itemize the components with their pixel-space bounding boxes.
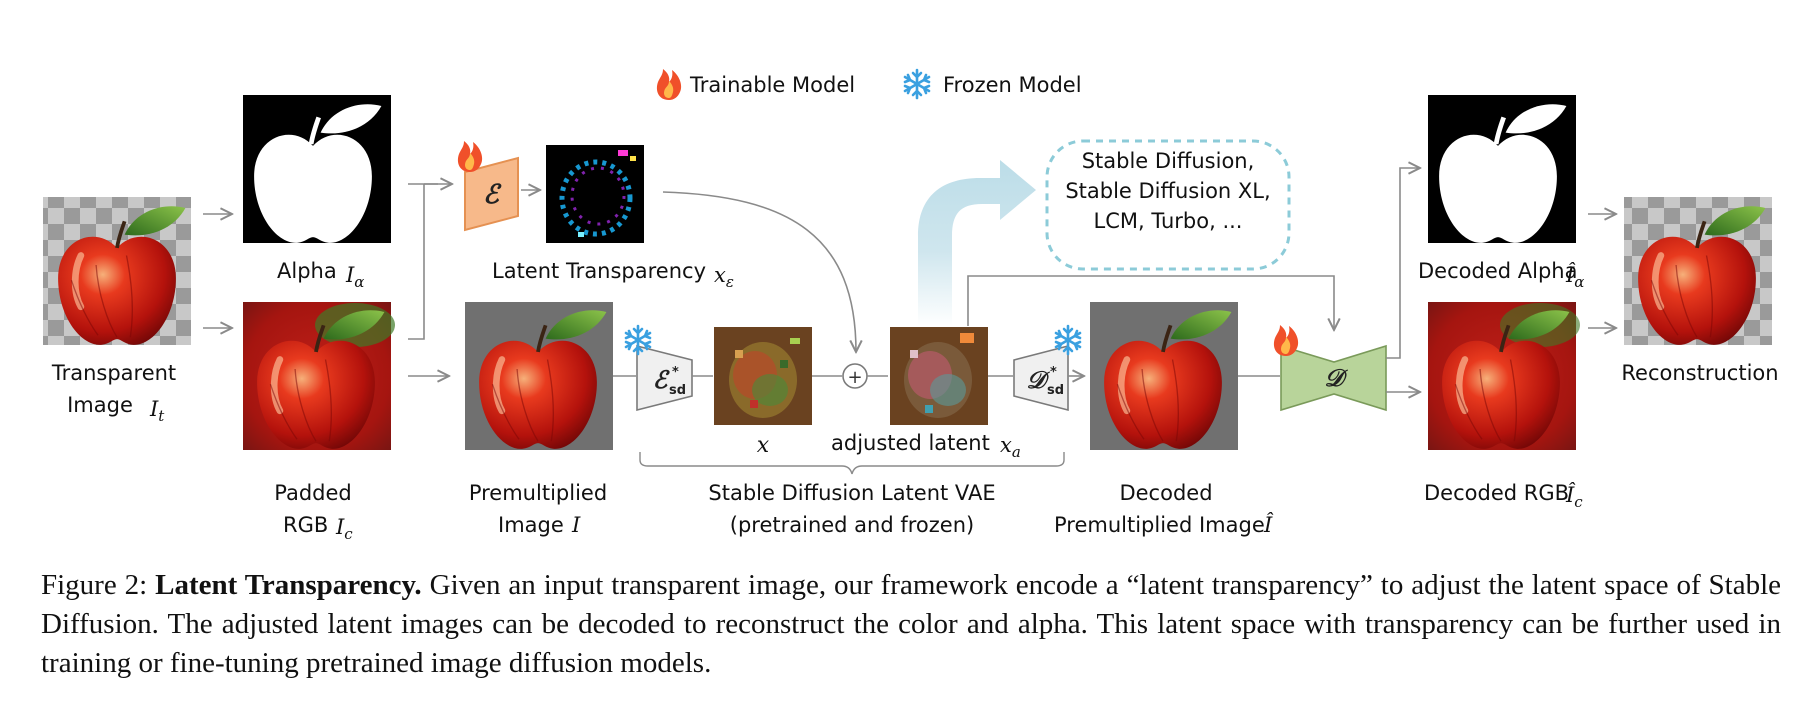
- decoded-premult-label-1: Decoded: [1119, 481, 1212, 505]
- vae-brace: [639, 452, 1065, 475]
- padded-label-1: Padded: [274, 481, 352, 505]
- transparent-image-symbol: It: [149, 397, 165, 425]
- sd-decoder-snowflake-icon: [1054, 324, 1082, 356]
- sd-decoder-star: *: [1050, 365, 1057, 380]
- sd-encoder-snowflake-icon: [624, 324, 652, 356]
- adjusted-latent-image: [890, 327, 988, 425]
- sd-decoder: 𝒟 * sd: [1013, 324, 1082, 412]
- models-line-1: Stable Diffusion,: [1082, 149, 1255, 173]
- plus-node: +: [842, 363, 868, 389]
- padded-symbol: Ic: [335, 515, 353, 543]
- decoded-rgb-symbol: Îc: [1565, 483, 1583, 511]
- padded-label-2: RGB: [283, 513, 328, 537]
- encoder-symbol: ℰ: [483, 180, 502, 210]
- adjusted-latent-symbol: xa: [1000, 433, 1021, 461]
- alpha-symbol: Iα: [345, 263, 364, 291]
- transparency-decoder: 𝒟: [1273, 325, 1387, 412]
- premult-symbol: I: [571, 513, 581, 537]
- connector-padded: [408, 184, 425, 340]
- latent-transparency-symbol: xε: [714, 263, 734, 291]
- models-line-3: LCM, Turbo, ...: [1094, 209, 1243, 233]
- legend-frozen-label: Frozen Model: [943, 73, 1082, 97]
- vae-label-1: Stable Diffusion Latent VAE: [708, 481, 995, 505]
- legend-trainable-label: Trainable Model: [689, 73, 855, 97]
- decoded-premult-symbol: Î: [1263, 513, 1274, 537]
- decoded-alpha-label: Decoded Alpha: [1418, 259, 1577, 283]
- diffusion-models-box: Stable Diffusion, Stable Diffusion XL, L…: [1045, 139, 1291, 271]
- big-upward-arrow: [918, 160, 1036, 326]
- caption-text: Given an input transparent image, our fr…: [41, 569, 1782, 679]
- padded-rgb-image: [243, 302, 395, 450]
- premult-label-1: Premultiplied: [469, 481, 607, 505]
- adjusted-latent-label: adjusted latent: [831, 431, 990, 455]
- transparent-image: [43, 197, 191, 345]
- decoded-premult-label-2: Premultiplied Image: [1054, 513, 1265, 537]
- figure-caption: Figure 2: Latent Transparency. Given an …: [41, 566, 1781, 683]
- decoded-premultiplied-image: [1090, 302, 1238, 450]
- latent-x-image: [714, 327, 812, 425]
- arrow-adjusted-to-decoder: [967, 275, 1334, 330]
- alpha-label: Alpha: [277, 259, 337, 283]
- arrow-latent-to-plus: [662, 191, 856, 352]
- latent-transparency-label: Latent Transparency: [492, 259, 706, 283]
- premult-label-2: Image: [498, 513, 564, 537]
- plus-symbol: +: [847, 367, 862, 388]
- frozen-snowflake-icon: [903, 68, 931, 100]
- trainable-flame-icon: [656, 69, 682, 100]
- vae-label-2: (pretrained and frozen): [730, 513, 974, 537]
- reconstruction-image: [1624, 197, 1772, 345]
- x-label: x: [757, 433, 770, 458]
- sd-decoder-subscript: sd: [1047, 383, 1064, 398]
- sd-encoder-subscript: sd: [669, 383, 686, 398]
- transparency-encoder: ℰ: [457, 141, 519, 232]
- transparent-image-label-1: Transparent: [51, 361, 176, 385]
- legend: Trainable Model Frozen Model: [656, 68, 1082, 100]
- sd-encoder-symbol: ℰ: [653, 365, 671, 394]
- encoder-flame-icon: [457, 141, 483, 172]
- premultiplied-image: [465, 302, 613, 450]
- decoded-rgb-image: [1428, 302, 1580, 450]
- caption-prefix: Figure 2:: [41, 569, 148, 601]
- decoded-alpha-image: [1428, 95, 1576, 243]
- arrow-decoder-to-alpha: [1386, 168, 1420, 359]
- reconstruction-label: Reconstruction: [1621, 361, 1778, 385]
- transparent-image-label-2: Image: [67, 393, 133, 417]
- latent-transparency-image: [546, 145, 644, 243]
- sd-encoder: ℰ * sd: [624, 324, 693, 412]
- models-line-2: Stable Diffusion XL,: [1065, 179, 1270, 203]
- decoder-flame-icon: [1273, 325, 1299, 356]
- decoded-rgb-label: Decoded RGB: [1424, 481, 1569, 505]
- alpha-image: [243, 95, 391, 243]
- sd-encoder-star: *: [672, 365, 679, 380]
- caption-title: Latent Transparency.: [155, 569, 422, 601]
